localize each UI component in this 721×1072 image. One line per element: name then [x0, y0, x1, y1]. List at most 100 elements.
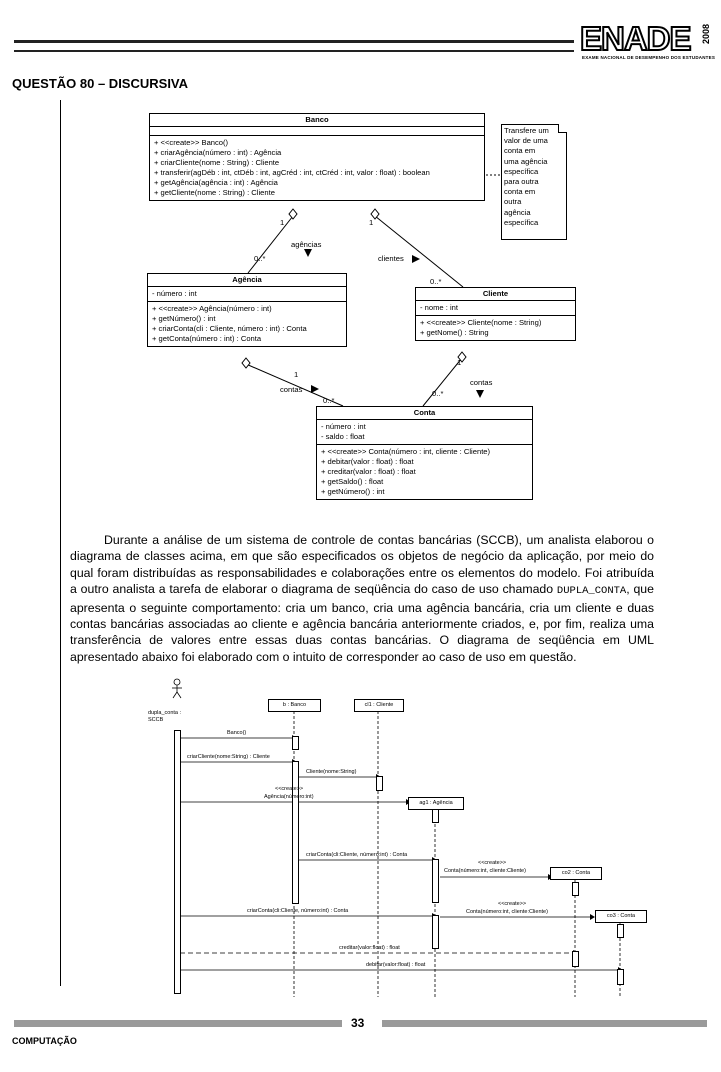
class-conta: Conta - número : int - saldo : float + <… — [316, 406, 533, 500]
logo-subtitle: EXAME NACIONAL DE DESEMPENHO DOS ESTUDAN… — [582, 55, 716, 60]
method: + transferir(agDéb : int, ctDéb : int, a… — [154, 168, 430, 177]
message-label: debitar(valor:float) : float — [366, 962, 426, 968]
role-label-agencias: agências — [291, 240, 322, 249]
activation-bar — [292, 761, 299, 904]
note-line: Transfere um — [504, 126, 549, 135]
note-line: conta em — [504, 146, 536, 156]
note-line: valor de uma — [504, 136, 548, 146]
activation-bar — [432, 859, 439, 903]
note-line: outra — [504, 197, 522, 207]
message-label: Conta(número:int, cliente:Cliente) — [466, 909, 548, 915]
footer-bar-left — [14, 1020, 342, 1027]
enade-logo: ENADE 2008 EXAME NACIONAL DE DESEMPENHO … — [579, 20, 715, 62]
method: + getNome() : String — [420, 328, 489, 337]
message-stereotype: <<create>> — [275, 786, 304, 792]
message-label: criarCliente(nome:String) : Cliente — [187, 754, 270, 760]
method: + <<create>> Agência(número : int) — [152, 304, 272, 313]
attribute: - número : int — [152, 289, 197, 298]
multiplicity-label: 1 — [457, 358, 462, 367]
activation-bar — [432, 809, 439, 823]
method: + creditar(valor : float) : float — [321, 467, 416, 476]
note-line: conta em — [504, 187, 536, 197]
activation-bar — [572, 882, 579, 896]
question-paragraph: Durante a análise de um sistema de contr… — [70, 532, 654, 665]
class-name: Cliente — [416, 288, 575, 301]
method: + debitar(valor : float) : float — [321, 457, 414, 466]
method: + criarCliente(nome : String) : Cliente — [154, 158, 280, 167]
message-label: criarConta(cli:Cliente, número:int) : Co… — [247, 908, 349, 914]
use-case-name: DUPLA_CONTA — [556, 585, 627, 598]
method: + criarAgência(número : int) : Agência — [154, 148, 282, 157]
note-line: específica — [504, 217, 539, 227]
page-number: 33 — [351, 1016, 365, 1030]
class-name: Conta — [317, 407, 532, 420]
activation-bar — [432, 915, 439, 949]
note-line: específica — [504, 166, 539, 176]
method: + getCliente(nome : String) : Cliente — [154, 188, 275, 197]
class-methods: + <<create>> Banco() + criarAgência(núme… — [150, 136, 484, 200]
method: + getSaldo() : float — [321, 477, 384, 486]
paragraph-text-2: , que apresenta o seguinte comportamento… — [70, 582, 654, 664]
class-name: Agência — [148, 274, 346, 287]
class-methods: + <<create>> Agência(número : int) + get… — [148, 302, 346, 346]
header-rule-bottom — [14, 50, 574, 52]
note-line: agência — [504, 207, 531, 217]
activation-bar — [572, 951, 579, 967]
method: + getAgência(agência : int) : Agência — [154, 178, 278, 187]
header-rule-top — [14, 40, 574, 43]
paragraph-text-1: Durante a análise de um sistema de contr… — [70, 533, 654, 597]
method: + <<create>> Banco() — [154, 138, 229, 147]
activation-bar — [292, 736, 299, 750]
actor-label: dupla_conta : — [148, 710, 182, 716]
activation-bar — [617, 969, 624, 985]
attribute: - saldo : float — [321, 432, 365, 441]
sequence-diagram-lines — [172, 678, 623, 997]
role-label-clientes: clientes — [378, 254, 404, 263]
multiplicity-label: 1 — [294, 370, 299, 379]
note-transferir: Transfere um valor de uma conta em uma a… — [501, 124, 567, 240]
note-line: para outra — [504, 177, 539, 187]
class-attributes: - número : int — [148, 287, 346, 302]
method: + getNúmero() : int — [152, 314, 216, 323]
class-cliente: Cliente - nome : int + <<create>> Client… — [415, 287, 576, 341]
message-label: Agência(número:int) — [264, 794, 314, 800]
multiplicity-label: 0..* — [323, 396, 335, 405]
activation-bar — [376, 776, 383, 791]
message-label: Conta(número:int, cliente:Cliente) — [444, 868, 526, 874]
message-label: Cliente(nome:String) — [306, 769, 357, 775]
method: + getNúmero() : int — [321, 487, 385, 496]
class-attributes: - nome : int — [416, 301, 575, 316]
object-cliente: cl1 : Cliente — [354, 699, 404, 712]
multiplicity-label: 0..* — [432, 389, 444, 398]
question-title: QUESTÃO 80 – DISCURSIVA — [12, 76, 189, 91]
attribute: - número : int — [321, 422, 366, 431]
footer-bar-right — [382, 1020, 707, 1027]
object-banco: b : Banco — [268, 699, 321, 712]
course-name: COMPUTAÇÃO — [12, 1036, 77, 1046]
actor-activation-bar — [174, 730, 181, 994]
multiplicity-label: 1 — [280, 218, 285, 227]
actor-label: SCCB — [148, 717, 164, 723]
class-agencia: Agência - número : int + <<create>> Agên… — [147, 273, 347, 347]
message-stereotype: <<create>> — [478, 860, 507, 866]
object-conta2: co2 : Conta — [550, 867, 602, 880]
class-banco: Banco + <<create>> Banco() + criarAgênci… — [149, 113, 485, 201]
left-margin-rule — [60, 100, 61, 986]
multiplicity-label: 1 — [369, 218, 374, 227]
logo-wordmark: ENADE — [579, 20, 693, 57]
role-label-contas: contas — [280, 385, 303, 394]
multiplicity-label: 0..* — [254, 254, 266, 263]
class-attributes: - número : int - saldo : float — [317, 420, 532, 445]
class-diagram-connectors — [241, 174, 501, 407]
class-methods: + <<create>> Conta(número : int, cliente… — [317, 445, 532, 499]
class-name: Banco — [150, 114, 484, 127]
message-stereotype: <<create>> — [498, 901, 527, 907]
method: + <<create>> Cliente(nome : String) — [420, 318, 542, 327]
note-line: uma agência — [504, 156, 548, 166]
attribute: - nome : int — [420, 303, 458, 312]
activation-bar — [617, 924, 624, 938]
method: + <<create>> Conta(número : int, cliente… — [321, 447, 491, 456]
multiplicity-label: 0..* — [430, 277, 442, 286]
role-label-contas: contas — [470, 378, 493, 387]
method: + getConta(número : int) : Conta — [152, 334, 262, 343]
